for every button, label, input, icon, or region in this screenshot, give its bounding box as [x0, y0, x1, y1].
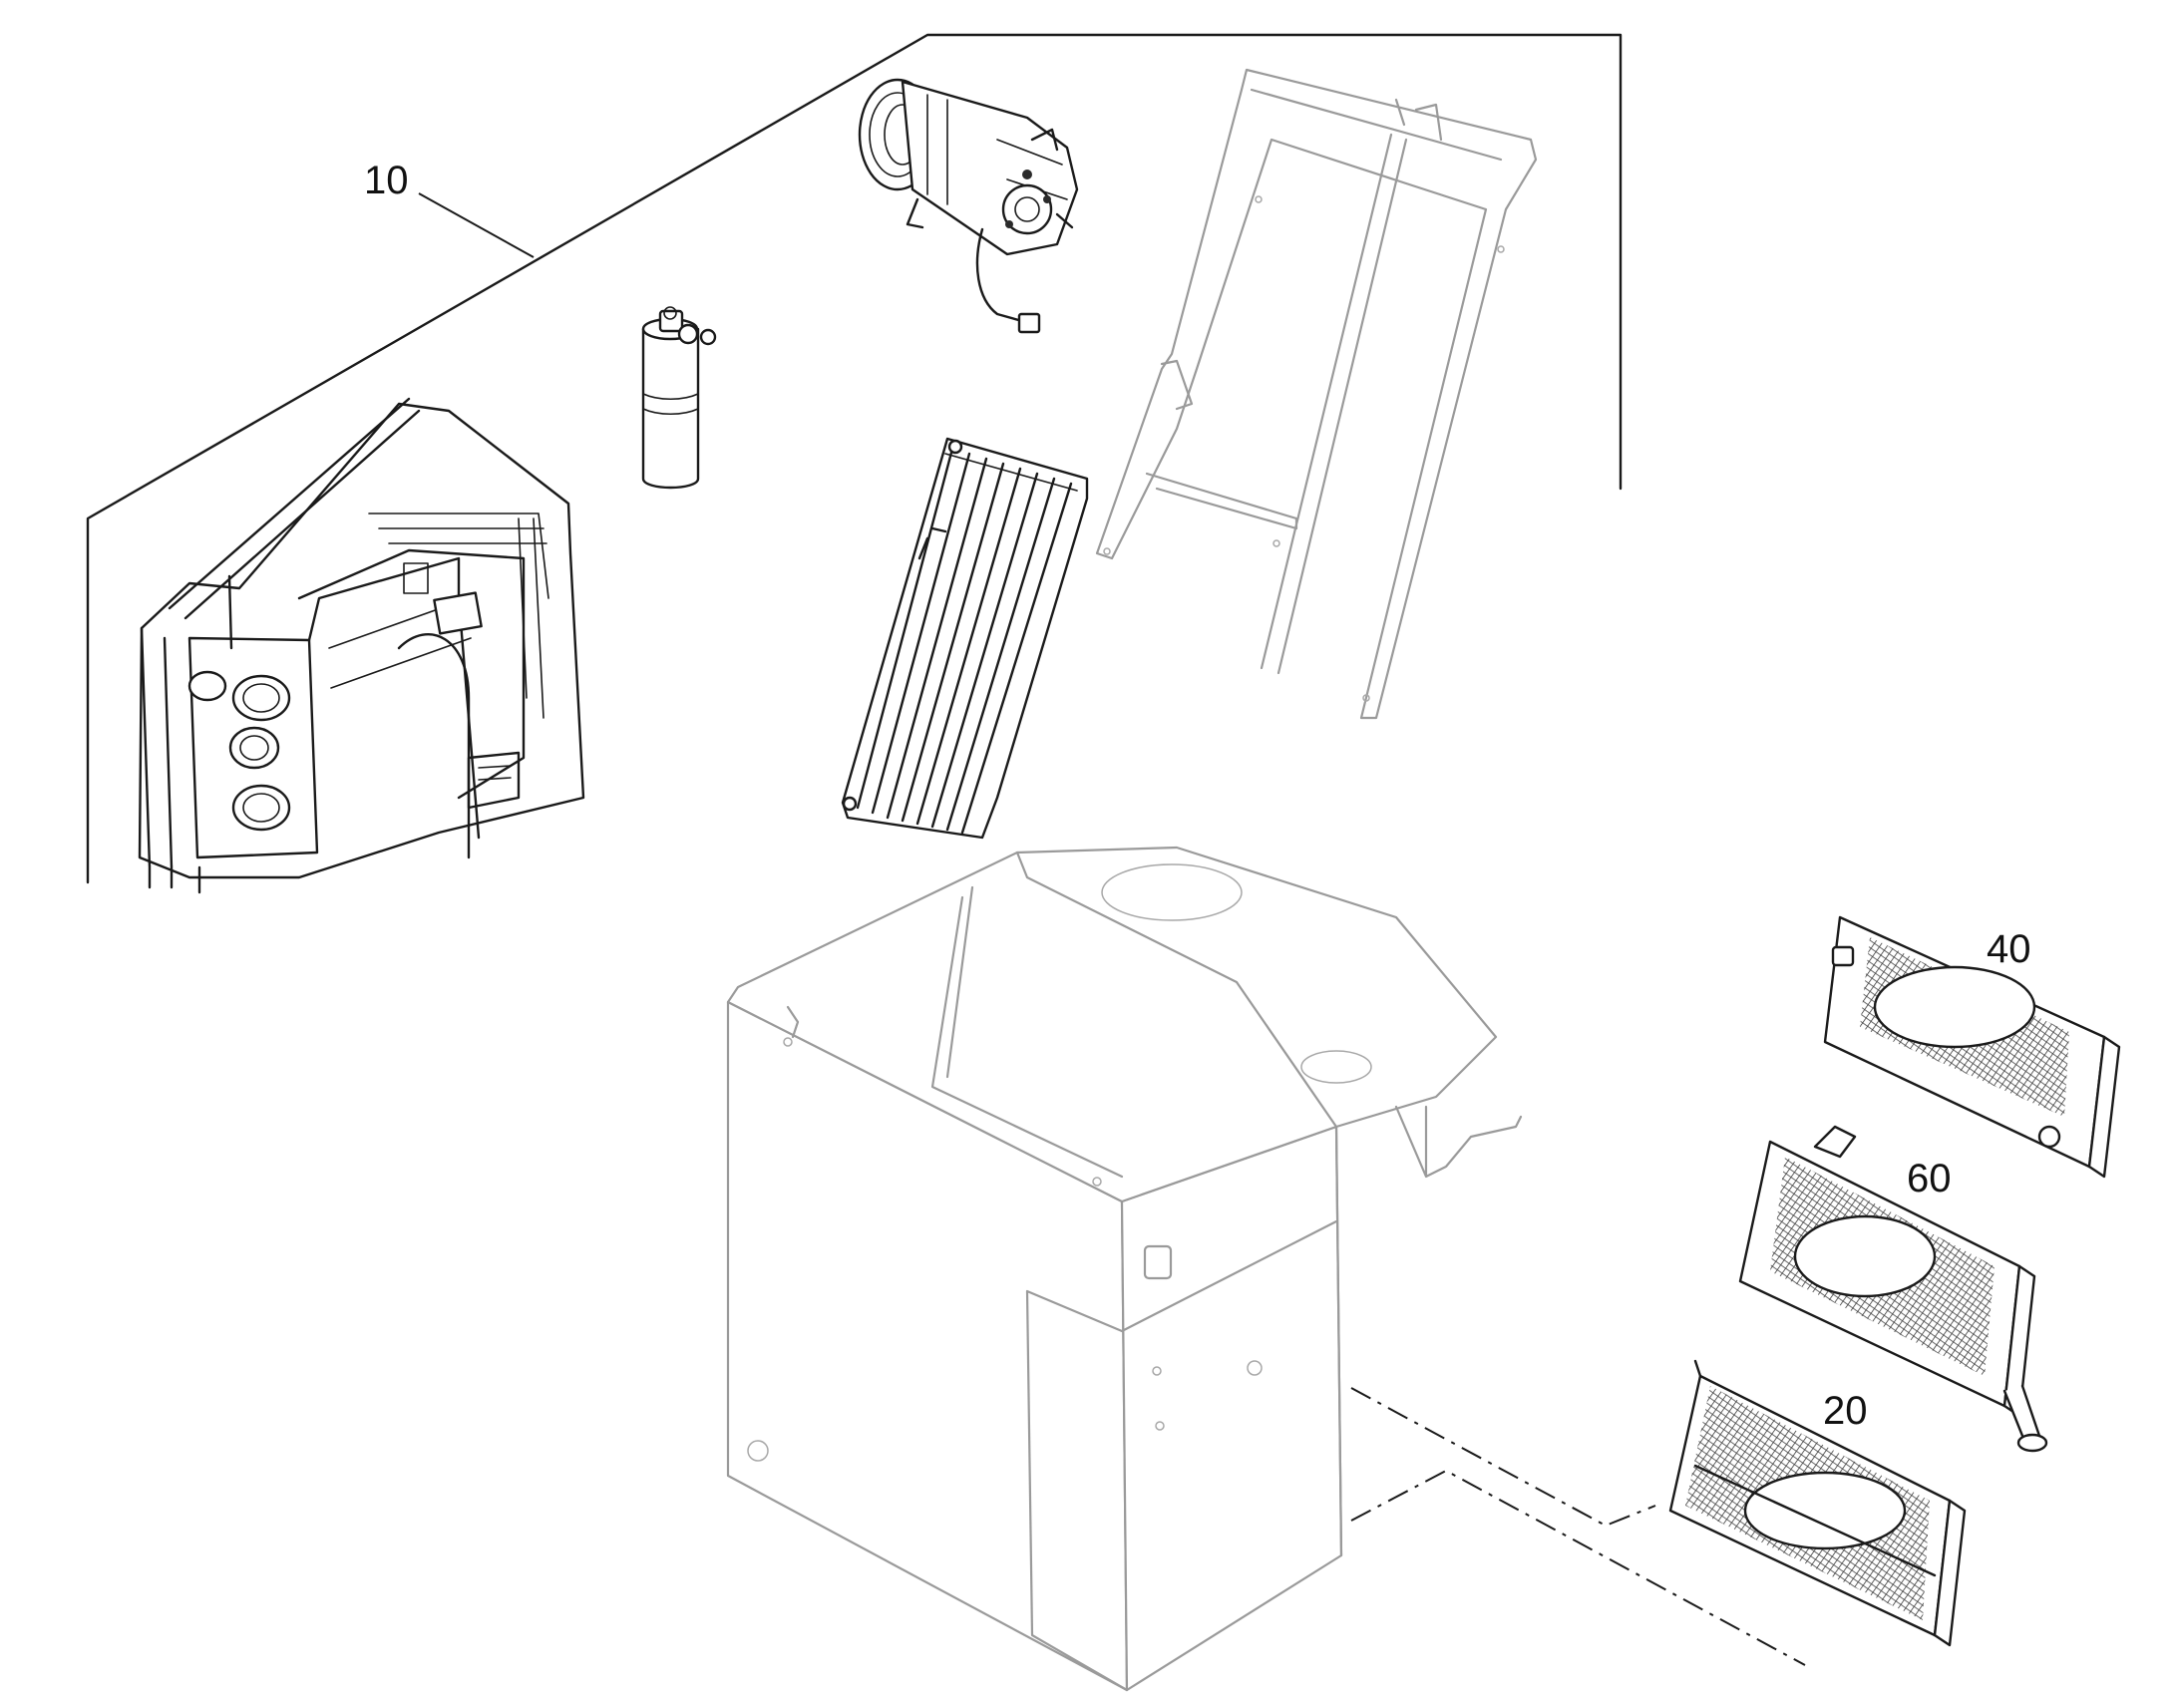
callout-10[interactable]: 10 [364, 159, 535, 258]
callout-10-leader [418, 192, 535, 258]
hvac-unit[interactable] [138, 397, 585, 894]
cooler-60[interactable]: 60 [1738, 1125, 2048, 1453]
cooler-20[interactable]: 20 [1668, 1359, 1967, 1647]
cab-housing[interactable] [726, 846, 1523, 1692]
cooler-40[interactable]: 40 [1823, 915, 2121, 1179]
callout-60-label: 60 [1907, 1157, 1952, 1200]
assembly-lines [1350, 1387, 1806, 1666]
callout-40-label: 40 [1987, 927, 2031, 971]
callout-10-label: 10 [364, 159, 409, 202]
ac-compressor[interactable] [858, 78, 1079, 334]
condenser-core[interactable] [841, 437, 1089, 840]
callout-20-label: 20 [1823, 1389, 1868, 1433]
kit-boundary-frame [86, 33, 1623, 884]
receiver-drier[interactable] [641, 306, 717, 490]
condenser-frame[interactable] [1095, 68, 1538, 720]
